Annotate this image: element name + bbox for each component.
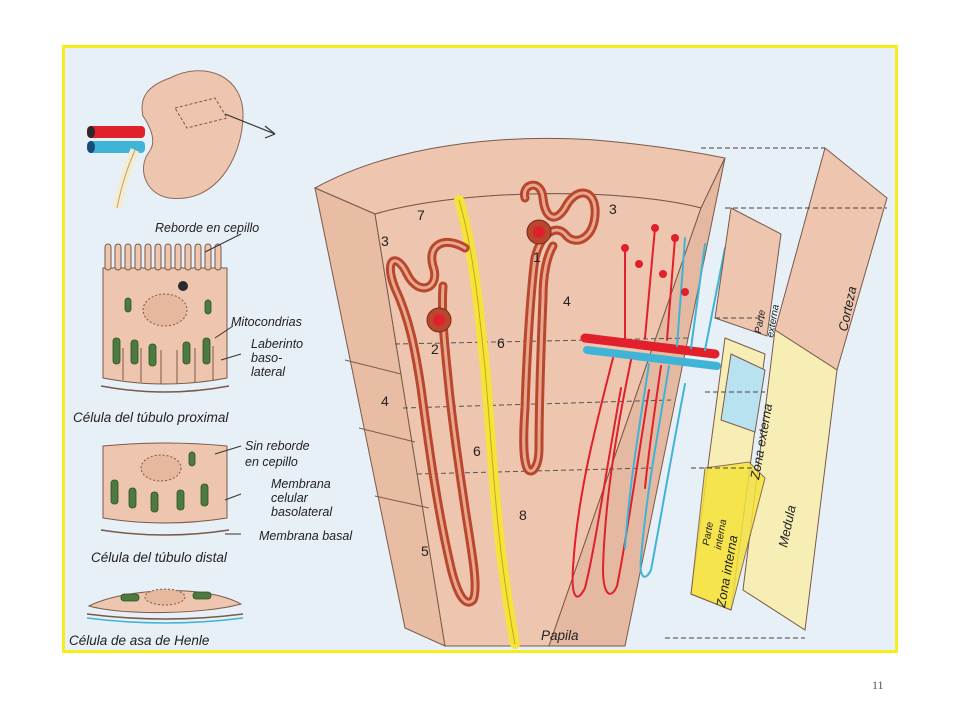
- label-outer-part-1: Parte: [753, 309, 768, 335]
- proximal-tubule-cell: [100, 233, 242, 393]
- number-4-right: 4: [563, 293, 571, 309]
- page-number: 11: [872, 678, 884, 692]
- number-7: 7: [417, 207, 425, 223]
- label-mitochondria: Mitocondrias: [231, 315, 302, 329]
- number-6-upper: 6: [497, 335, 505, 351]
- caption-distal-cell: Célula del túbulo distal: [91, 550, 228, 565]
- label-papilla: Papila: [541, 628, 579, 643]
- number-4-left: 4: [381, 393, 389, 409]
- label-brush-border: Reborde en cepillo: [155, 221, 259, 235]
- zone-bands: [665, 147, 888, 639]
- nephron-right: [519, 180, 600, 476]
- number-8: 8: [519, 507, 527, 523]
- number-6-lower: 6: [473, 443, 481, 459]
- kidney-nephron-diagram: Reborde en cepillo Mitocondrias Laberint…: [62, 45, 898, 653]
- kidney-wedge-block: [313, 137, 726, 647]
- distal-tubule-cell: [100, 442, 242, 536]
- label-labyrinth-1: Laberinto: [251, 337, 303, 351]
- kidney-illustration: [87, 70, 276, 209]
- label-inner-part-2: interna: [713, 518, 729, 550]
- caption-henle-cell: Célula de asa de Henle: [69, 633, 209, 648]
- label-labyrinth-2: baso-: [251, 351, 282, 365]
- collecting-duct-outline: [458, 199, 516, 645]
- label-no-brush-2: en cepillo: [245, 455, 298, 469]
- nephron-left: [386, 237, 480, 607]
- number-2: 2: [431, 341, 439, 357]
- number-5: 5: [421, 543, 429, 559]
- label-membrane-2: celular: [271, 491, 309, 505]
- label-membrane-1: Membrana: [271, 477, 331, 491]
- number-1: 1: [533, 249, 541, 265]
- number-3-left: 3: [381, 233, 389, 249]
- label-inner-part-1: Parte: [701, 521, 716, 547]
- henle-loop-cell: [86, 588, 244, 624]
- label-no-brush-1: Sin reborde: [245, 439, 310, 453]
- number-3-right: 3: [609, 201, 617, 217]
- blood-vessels: [571, 224, 726, 598]
- label-labyrinth-3: lateral: [251, 365, 286, 379]
- caption-proximal-cell: Célula del túbulo proximal: [73, 410, 229, 425]
- label-basal-membrane: Membrana basal: [259, 529, 353, 543]
- diagram-canvas: Reborde en cepillo Mitocondrias Laberint…: [69, 70, 888, 649]
- label-membrane-3: basolateral: [271, 505, 333, 519]
